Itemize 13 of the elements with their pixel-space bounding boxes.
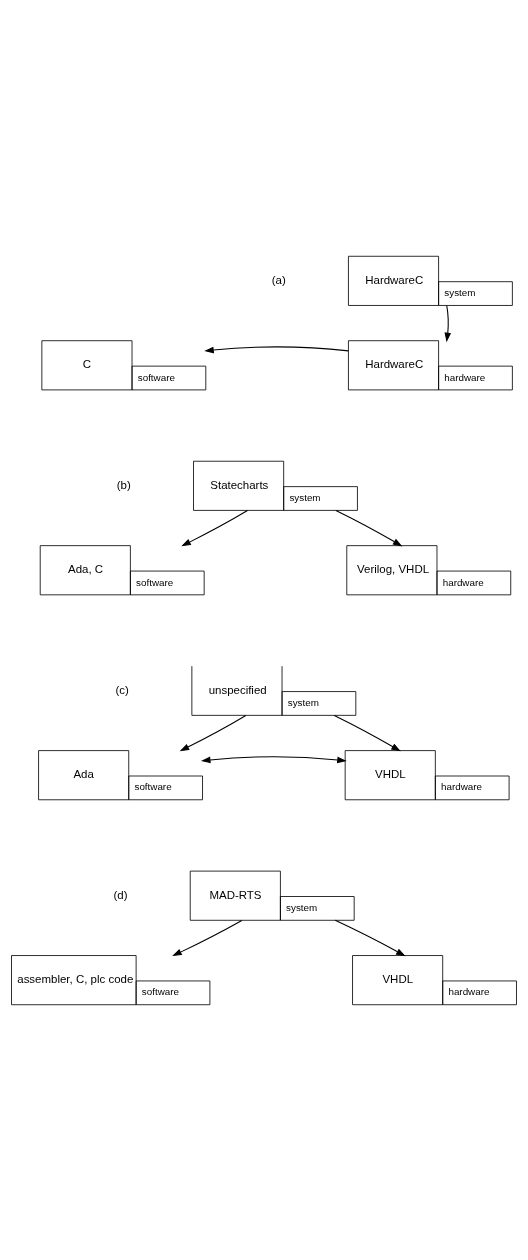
arrow	[333, 714, 401, 751]
arrow	[200, 755, 347, 763]
arrow	[334, 919, 406, 956]
arrow	[444, 304, 452, 342]
label: (b)	[116, 478, 131, 491]
label: (a)	[271, 273, 286, 286]
arrow	[179, 714, 247, 751]
label: (c)	[115, 683, 129, 696]
arrow	[172, 919, 243, 956]
arrow	[335, 509, 403, 546]
arrow	[181, 509, 248, 546]
arrow	[204, 345, 349, 353]
label: (d)	[113, 888, 128, 901]
